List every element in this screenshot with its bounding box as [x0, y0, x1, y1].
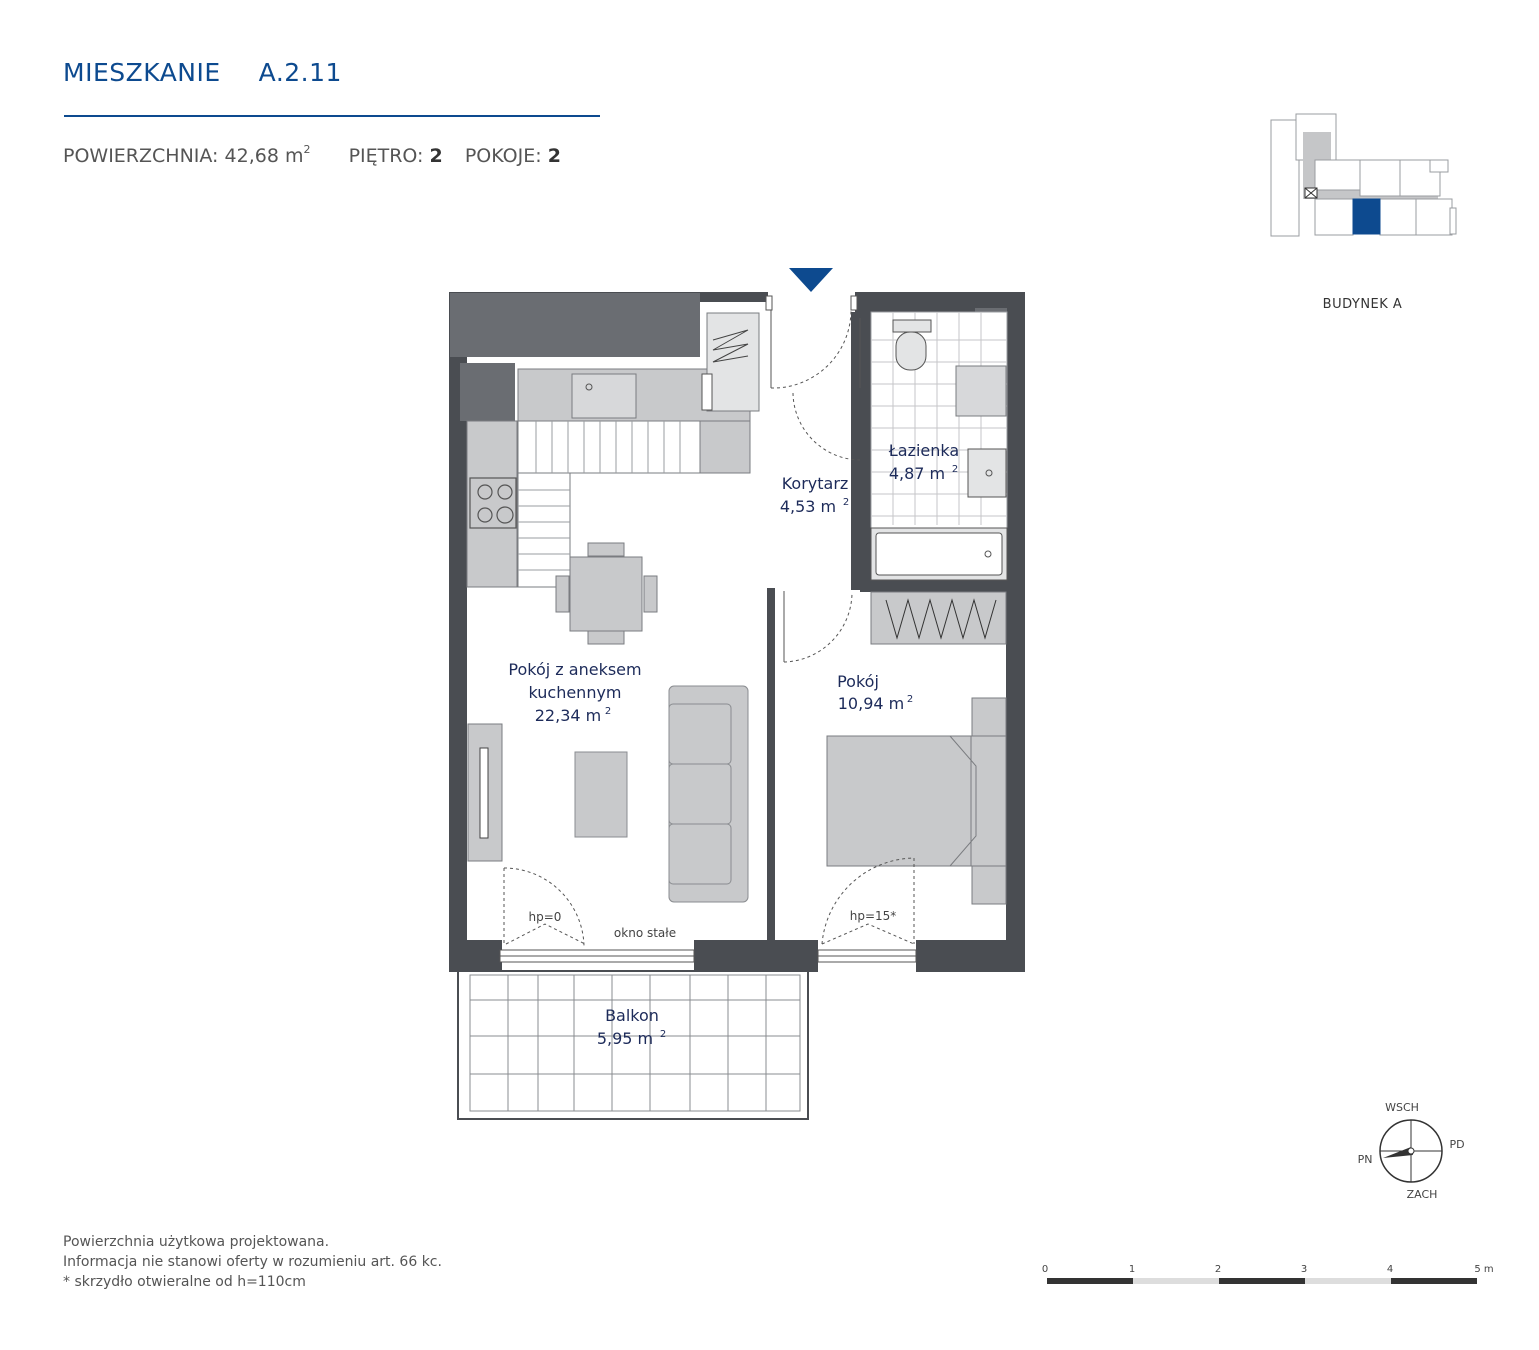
bed [826, 697, 1007, 905]
windows [499, 949, 917, 963]
balcony [457, 970, 809, 1120]
tv-cabinet [467, 723, 503, 862]
apartment-specs: POWIERZCHNIA: 42,68 m2 PIĘTRO: 2 POKOJE:… [63, 143, 561, 167]
bedroom-area: 10,94 m [838, 694, 904, 713]
bathroom-area-sup: 2 [952, 464, 958, 475]
bathtub-icon [870, 527, 1008, 581]
living-room-name-2: kuchennym [528, 683, 621, 702]
apartment-label: MIESZKANIE [63, 58, 221, 87]
rooms-value: 2 [547, 145, 561, 167]
balcony-area-sup: 2 [660, 1029, 666, 1040]
compass-south-label: PD [1449, 1138, 1464, 1151]
bedroom-door [783, 591, 853, 663]
bathroom-door [792, 318, 861, 461]
corridor-name: Korytarz [782, 474, 849, 493]
balcony-name: Balkon [605, 1006, 659, 1025]
bathroom-name: Łazienka [888, 441, 959, 460]
hp-left-label: hp=0 [529, 910, 562, 924]
area-value: 42,68 m [224, 145, 304, 167]
footer-line-2: Informacja nie stanowi oferty w rozumien… [63, 1254, 442, 1270]
footer-line-1: Powierzchnia użytkowa projektowana. [63, 1234, 330, 1250]
building-keyplan [1270, 113, 1457, 237]
area-unit-sup: 2 [303, 143, 311, 156]
apartment-title: MIESZKANIE A.2.11 [63, 58, 342, 87]
hp-right-label: hp=15* [850, 909, 897, 923]
scale-tick-2: 2 [1215, 1264, 1221, 1275]
entrance-door [765, 295, 858, 389]
title-rule [64, 115, 600, 117]
bedroom-balcony-door [821, 857, 915, 945]
balcony-area: 5,95 m [597, 1029, 653, 1048]
toilet-icon [892, 319, 932, 371]
scale-tick-1: 1 [1129, 1264, 1135, 1275]
washing-machine-icon [955, 365, 1007, 417]
area-label: POWIERZCHNIA: [63, 145, 219, 167]
rooms-label: POKOJE: [464, 145, 542, 167]
corridor-area-sup: 2 [843, 497, 849, 508]
fixed-window-label: okno stałe [614, 926, 676, 940]
scale-tick-0: 0 [1042, 1264, 1048, 1275]
compass-rose-icon [1379, 1119, 1443, 1183]
living-room-area: 22,34 m [535, 706, 601, 725]
compass-west-label: ZACH [1407, 1188, 1438, 1201]
floor-value: 2 [429, 145, 443, 167]
sofa [668, 685, 749, 903]
bathroom-area: 4,87 m [889, 464, 945, 483]
living-balcony-door [503, 867, 586, 947]
living-room-name-1: Pokój z aneksem [508, 660, 641, 679]
scale-tick-3: 3 [1301, 1264, 1307, 1275]
scale-bar [1047, 1278, 1477, 1284]
compass-east-label: WSCH [1385, 1101, 1419, 1114]
corridor-area: 4,53 m [780, 497, 836, 516]
bedroom-area-sup: 2 [907, 694, 913, 705]
compass-north-label: PN [1358, 1153, 1373, 1166]
floor-label: PIĘTRO: [348, 145, 424, 167]
stove-icon [469, 477, 517, 529]
coffee-table [574, 751, 628, 838]
sink-icon [571, 373, 637, 419]
entrance-arrow-icon [789, 268, 833, 292]
washbasin-icon [967, 448, 1007, 498]
dining-table [555, 542, 658, 645]
footer-notes: Powierzchnia użytkowa projektowana. Info… [63, 1232, 442, 1292]
wardrobe [870, 591, 1007, 645]
building-label: BUDYNEK A [1322, 297, 1403, 312]
scale-tick-4: 4 [1387, 1264, 1393, 1275]
footer-line-3: * skrzydło otwieralne od h=110cm [63, 1274, 306, 1290]
walls [449, 292, 1025, 972]
bedroom-name: Pokój [837, 672, 879, 691]
living-room-area-sup: 2 [605, 706, 611, 717]
fridge-icon [701, 312, 760, 412]
apartment-number: A.2.11 [258, 58, 342, 87]
scale-tick-5: 5 m [1474, 1264, 1493, 1275]
